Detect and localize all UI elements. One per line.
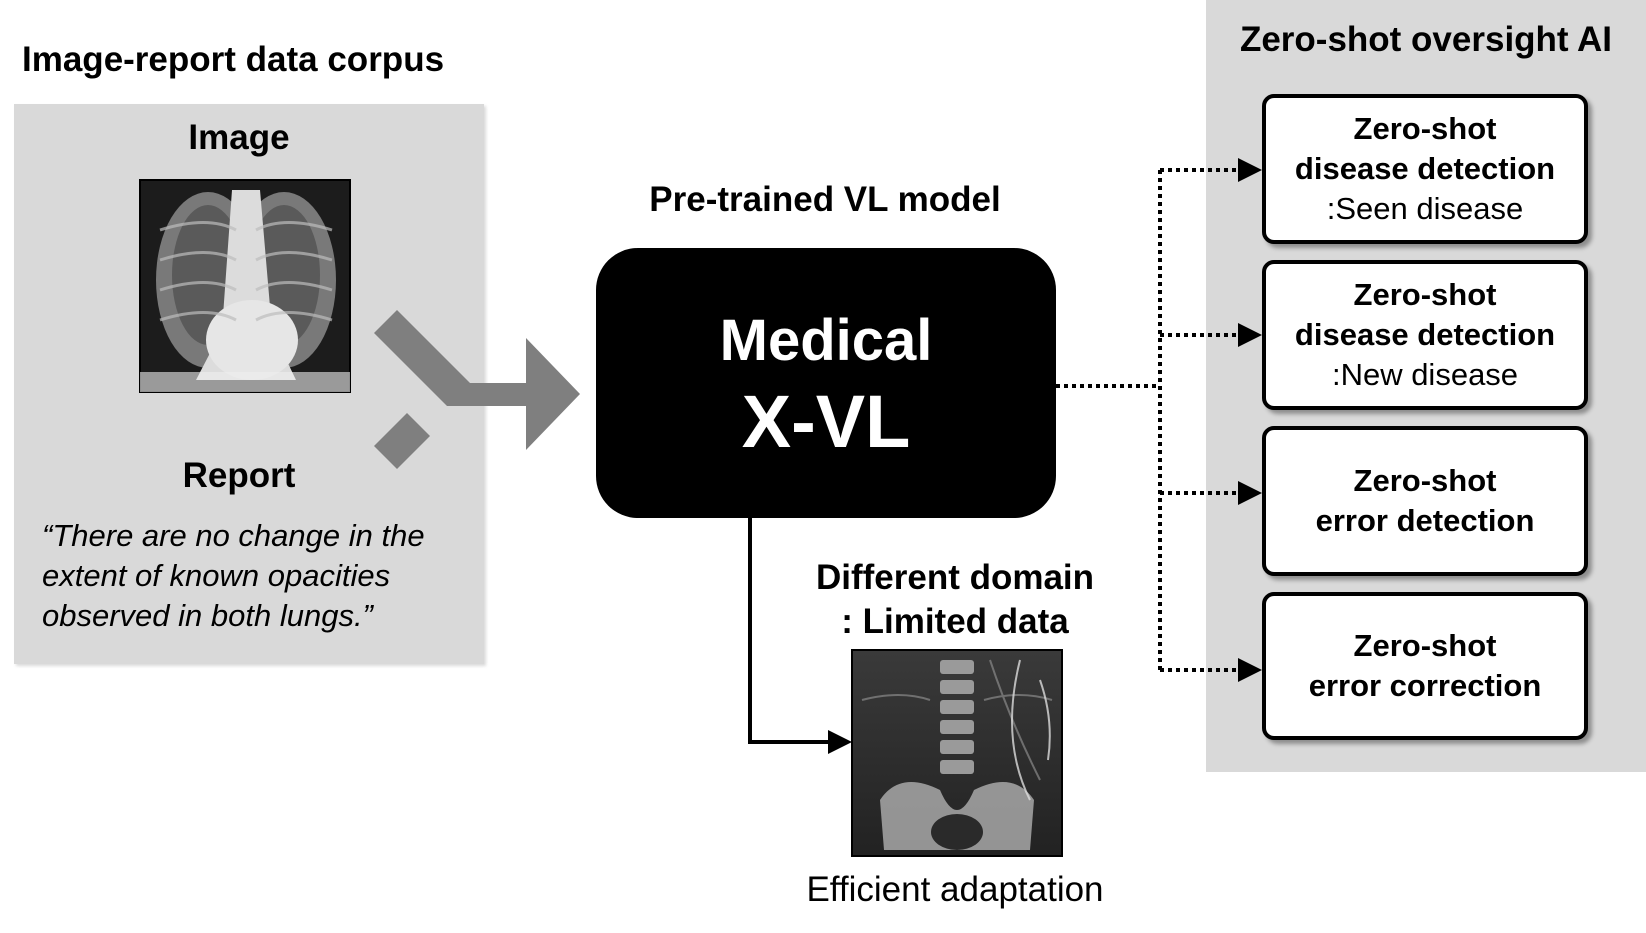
merge-arrow [374,310,580,469]
abdomen-xray-image [852,650,1062,856]
chest-xray-image [140,180,350,392]
task-connectors [1056,170,1240,670]
adaptation-arrow [750,518,852,754]
task-arrowheads [1238,158,1262,682]
